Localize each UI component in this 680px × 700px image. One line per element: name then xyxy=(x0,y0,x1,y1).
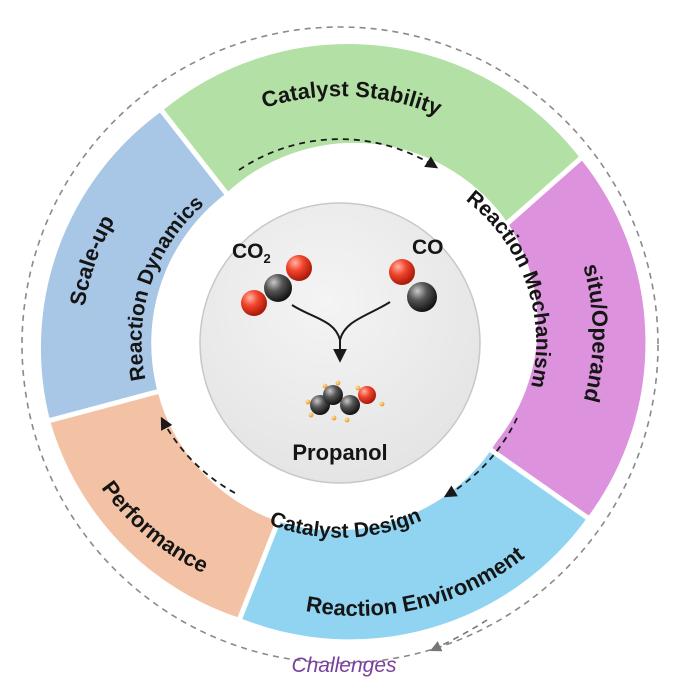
propanol-label: Propanol xyxy=(292,440,387,465)
outer-dashed-ring xyxy=(21,26,659,664)
co2-molecule-icon xyxy=(241,255,312,316)
co-label: CO xyxy=(412,236,444,259)
segment-catalyst-stability xyxy=(157,39,585,228)
co-molecule-icon xyxy=(389,259,437,312)
cycle-arrow-top xyxy=(238,138,439,171)
merge-arrow-icon xyxy=(291,301,391,363)
co2-label: CO2 xyxy=(232,240,271,266)
outer-ring xyxy=(35,39,651,645)
propanol-molecule-icon xyxy=(305,380,385,423)
segment-scale-up xyxy=(35,106,231,424)
challenges-label: Challenges xyxy=(291,654,397,677)
outer-ring-arrow xyxy=(429,619,488,652)
segment-in-situ-operando xyxy=(485,154,651,522)
